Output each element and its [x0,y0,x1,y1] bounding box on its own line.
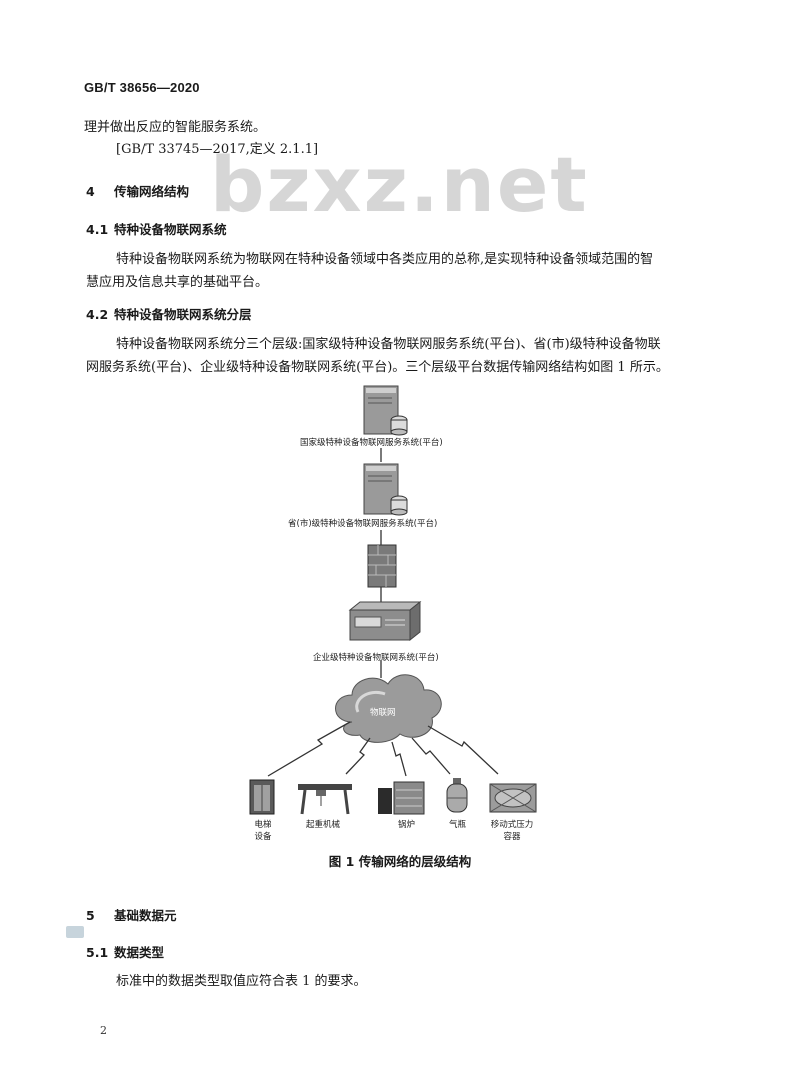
device-label-boiler: 锅炉 [398,820,416,830]
provincial-server-icon [363,463,408,516]
paragraph-4-1-line1: 特种设备物联网系统为物联网在特种设备领域中各类应用的总称,是实现特种设备领域范围… [116,252,654,267]
section-title: 传输网络结构 [114,184,190,199]
section-4-2-heading: 4.2 特种设备物联网系统分层 [86,304,252,323]
section-4-heading: 4 传输网络结构 [86,181,189,200]
cloud-label: 物联网 [370,708,396,718]
device-label-cylinder: 气瓶 [449,820,467,830]
firewall-icon [367,544,397,588]
gas-cylinder-icon [446,778,468,813]
provincial-platform-label: 省(市)级特种设备物联网服务系统(平台) [288,519,438,529]
cloud-icon [335,674,442,743]
figure-caption: 图 1 传输网络的层级结构 [328,854,472,869]
device-label-elevator: 电梯 设备 [252,818,274,842]
mobile-pressure-vessel-icon [489,783,537,813]
device-label-pressure-vessel: 移动式压力 容器 [486,818,538,842]
national-platform-label: 国家级特种设备物联网服务系统(平台) [300,438,443,448]
reference: [GB/T 33745—2017,定义 2.1.1] [116,142,319,157]
page-number: 2 [100,1024,107,1037]
standard-code: GB/T 38656—2020 [84,80,200,95]
section-number: 4.1 [86,222,109,237]
crane-icon [298,784,352,815]
wireless-links [267,721,499,777]
device-label-crane: 起重机械 [306,820,341,830]
boiler-icon [378,781,425,815]
enterprise-platform-label: 企业级特种设备物联网系统(平台) [313,653,439,663]
device-label-line: 设备 [254,832,272,842]
national-server-icon [363,385,408,436]
paragraph-4-2-line2: 网服务系统(平台)、企业级特种设备物联网系统(平台)。三个层级平台数据传输网络结… [86,360,669,375]
section-number: 4.2 [86,307,109,322]
section-number: 5.1 [86,945,109,960]
intro-line: 理并做出反应的智能服务系统。 [84,120,267,135]
section-4-1-heading: 4.1 特种设备物联网系统 [86,219,227,238]
paragraph-4-1-line2: 慧应用及信息共享的基础平台。 [86,275,269,290]
section-number: 4 [86,184,95,199]
enterprise-server-icon [348,600,422,642]
device-label-line: 容器 [503,832,521,842]
section-number: 5 [86,908,95,923]
device-label-line: 移动式压力 [490,820,534,830]
side-mark [66,926,84,938]
device-label-line: 电梯 [254,820,272,830]
section-title: 数据类型 [114,945,165,960]
section-title: 特种设备物联网系统 [114,222,227,237]
paragraph-4-2-line1: 特种设备物联网系统分三个层级:国家级特种设备物联网服务系统(平台)、省(市)级特… [116,337,661,352]
paragraph-5-1: 标准中的数据类型取值应符合表 1 的要求。 [116,974,367,989]
section-5-1-heading: 5.1 数据类型 [86,942,164,961]
elevator-icon [249,779,275,815]
section-title: 基础数据元 [114,908,177,923]
watermark: bzxz.net [210,140,589,229]
section-5-heading: 5 基础数据元 [86,905,177,924]
section-title: 特种设备物联网系统分层 [114,307,252,322]
